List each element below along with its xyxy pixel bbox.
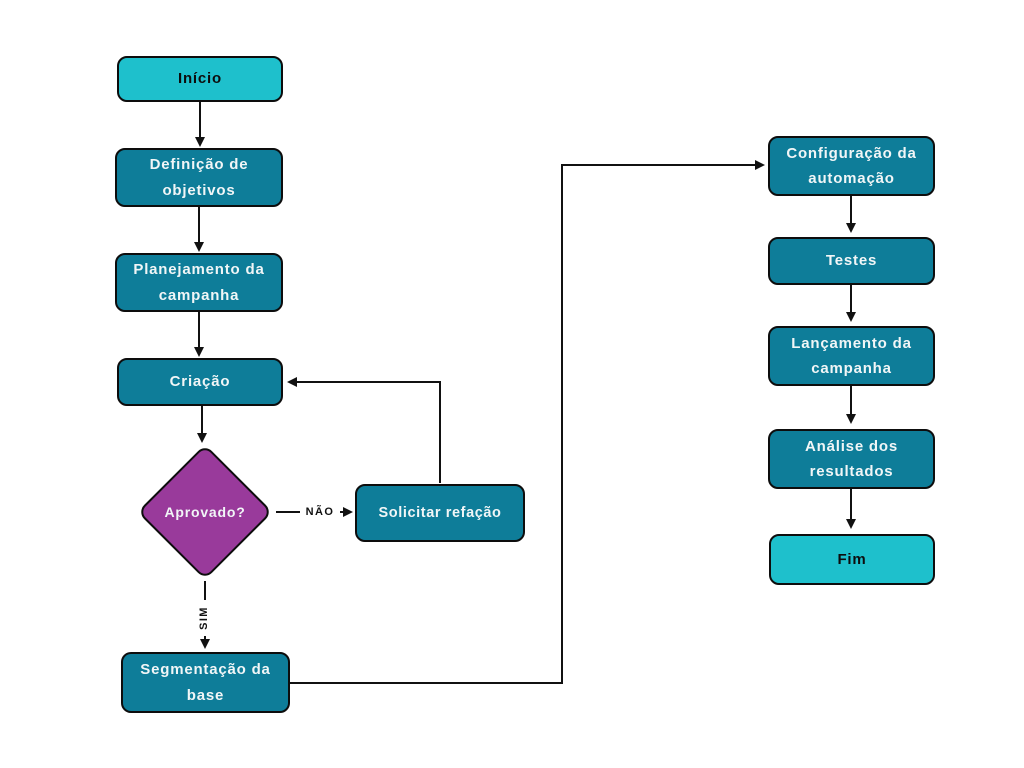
connector-segmentacao-configuracao bbox=[290, 160, 765, 684]
edge-label-sim: SIM bbox=[198, 606, 210, 630]
node-planejamento-campanha: Planejamento da campanha bbox=[115, 253, 283, 312]
node-aprovado-label: Aprovado? bbox=[164, 504, 246, 520]
node-lancamento-campanha: Lançamento da campanha bbox=[768, 326, 935, 386]
node-fim-label: Fim bbox=[837, 550, 867, 568]
node-solicitar-refacao: Solicitar refação bbox=[355, 484, 525, 542]
node-criacao-label: Criação bbox=[169, 373, 231, 391]
node-inicio: Início bbox=[117, 56, 283, 102]
node-analise-resultados: Análise dos resultados bbox=[768, 429, 935, 489]
node-segmentacao-base-label: Segmentação da base bbox=[140, 661, 271, 704]
node-fim: Fim bbox=[769, 534, 935, 585]
node-criacao: Criação bbox=[117, 358, 283, 406]
edge-label-nao: NÃO bbox=[305, 506, 335, 518]
node-configuracao-automacao-label: Configuração da automação bbox=[786, 144, 917, 187]
connector-solicitar-criacao bbox=[287, 377, 441, 483]
node-solicitar-refacao-label: Solicitar refação bbox=[378, 504, 502, 521]
node-lancamento-campanha-label: Lançamento da campanha bbox=[791, 334, 912, 377]
node-analise-resultados-label: Análise dos resultados bbox=[805, 437, 898, 480]
node-inicio-label: Início bbox=[178, 70, 222, 88]
node-definicao-objetivos: Definição de objetivos bbox=[115, 148, 283, 207]
node-segmentacao-base: Segmentação da base bbox=[121, 652, 290, 713]
node-planejamento-campanha-label: Planejamento da campanha bbox=[133, 261, 265, 304]
node-configuracao-automacao: Configuração da automação bbox=[768, 136, 935, 196]
node-testes-label: Testes bbox=[825, 252, 878, 270]
node-testes: Testes bbox=[768, 237, 935, 285]
node-definicao-objetivos-label: Definição de objetivos bbox=[149, 156, 249, 199]
